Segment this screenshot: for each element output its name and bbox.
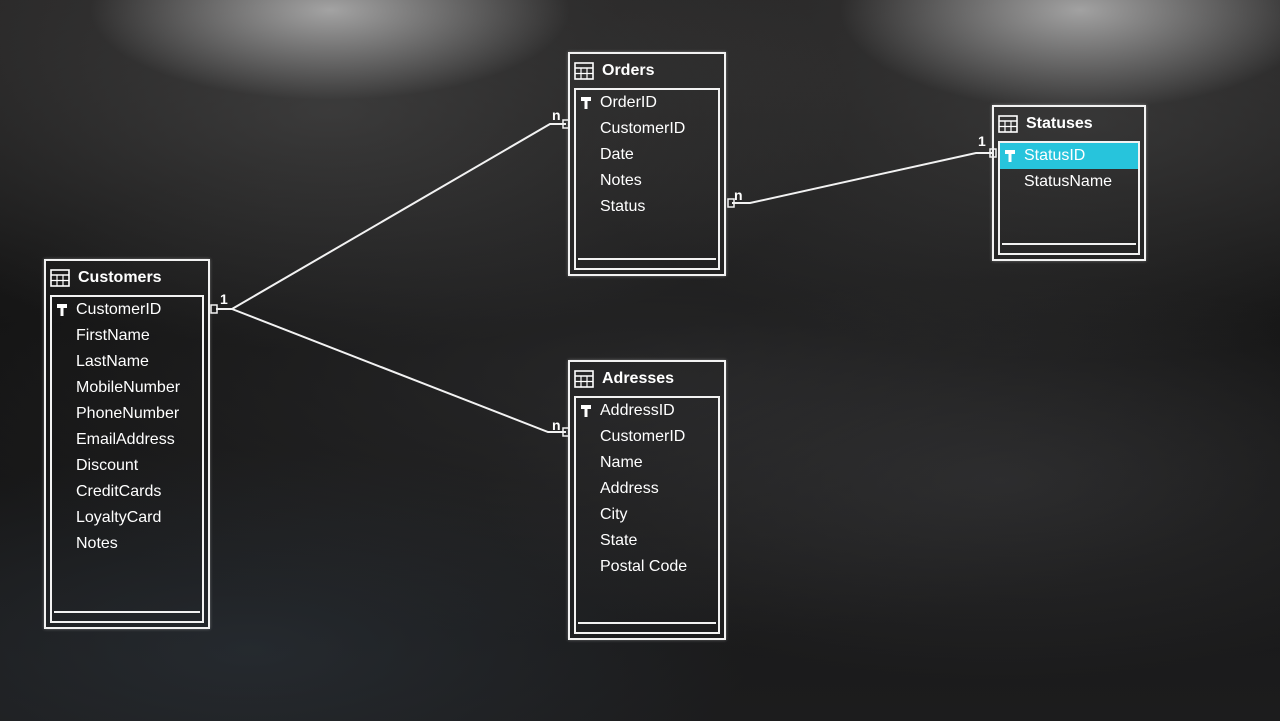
relationship-label: n: [552, 417, 561, 433]
field-name: Notes: [600, 172, 642, 189]
field-row[interactable]: PhoneNumber: [52, 401, 202, 427]
table-statuses[interactable]: Statuses StatusID StatusName: [992, 105, 1146, 261]
field-row[interactable]: Date: [576, 142, 718, 168]
table-grid-icon: [574, 62, 594, 80]
table-grid-icon: [574, 370, 594, 388]
table-title: Customers: [78, 269, 162, 286]
field-name: Status: [600, 198, 646, 215]
table-title: Orders: [602, 62, 655, 79]
primary-key-icon: [581, 405, 591, 417]
field-row[interactable]: CustomerID: [52, 297, 202, 323]
field-name: Notes: [76, 535, 118, 552]
table-orders[interactable]: Orders OrderID CustomerID Date Notes Sta…: [568, 52, 726, 276]
field-row[interactable]: AddressID: [576, 398, 718, 424]
connector-end: [727, 198, 735, 208]
field-row[interactable]: LastName: [52, 349, 202, 375]
field-name: CustomerID: [600, 120, 686, 137]
table-divider: [1002, 243, 1136, 245]
table-title: Statuses: [1026, 115, 1093, 132]
relationship-orders-statuses[interactable]: [732, 152, 994, 204]
table-divider: [578, 622, 716, 624]
field-row[interactable]: FirstName: [52, 323, 202, 349]
field-name: State: [600, 532, 638, 549]
table-header[interactable]: Customers: [46, 261, 208, 295]
field-name: LastName: [76, 353, 149, 370]
table-grid-icon: [50, 269, 70, 287]
field-row[interactable]: Address: [576, 476, 718, 502]
connector-end: [210, 304, 218, 314]
table-adresses[interactable]: Adresses AddressID CustomerID Name Addre…: [568, 360, 726, 640]
field-name: CustomerID: [600, 428, 686, 445]
field-row[interactable]: Status: [576, 194, 718, 220]
relationship-customers-orders[interactable]: [216, 123, 566, 310]
field-name: EmailAddress: [76, 431, 175, 448]
field-name: City: [600, 506, 628, 523]
field-row[interactable]: StatusName: [1000, 169, 1138, 195]
primary-key-icon: [57, 304, 67, 316]
field-name: PhoneNumber: [76, 405, 180, 422]
field-row[interactable]: State: [576, 528, 718, 554]
field-name: CustomerID: [76, 301, 162, 318]
field-name: AddressID: [600, 402, 675, 419]
table-fields: CustomerID FirstName LastName MobileNumb…: [50, 295, 204, 623]
field-row[interactable]: CustomerID: [576, 424, 718, 450]
table-divider: [578, 258, 716, 260]
field-name: LoyaltyCard: [76, 509, 162, 526]
table-customers[interactable]: Customers CustomerID FirstName LastName …: [44, 259, 210, 629]
field-name: Postal Code: [600, 558, 688, 575]
field-name: Address: [600, 480, 659, 497]
field-row[interactable]: Notes: [576, 168, 718, 194]
field-row[interactable]: MobileNumber: [52, 375, 202, 401]
field-name: StatusID: [1024, 147, 1086, 164]
field-name: Discount: [76, 457, 139, 474]
field-name: OrderID: [600, 94, 657, 111]
field-row[interactable]: EmailAddress: [52, 427, 202, 453]
table-fields: OrderID CustomerID Date Notes Status: [574, 88, 720, 270]
field-row[interactable]: Notes: [52, 531, 202, 557]
primary-key-icon: [1005, 150, 1015, 162]
primary-key-icon: [581, 97, 591, 109]
field-name: Date: [600, 146, 634, 163]
table-header[interactable]: Adresses: [570, 362, 724, 396]
field-row[interactable]: CustomerID: [576, 116, 718, 142]
field-row[interactable]: City: [576, 502, 718, 528]
table-title: Adresses: [602, 370, 675, 387]
field-row[interactable]: OrderID: [576, 90, 718, 116]
field-row[interactable]: Name: [576, 450, 718, 476]
field-name: StatusName: [1024, 173, 1113, 190]
table-fields: StatusID StatusName: [998, 141, 1140, 255]
table-header[interactable]: Statuses: [994, 107, 1144, 141]
table-grid-icon: [998, 115, 1018, 133]
field-row[interactable]: Discount: [52, 453, 202, 479]
field-row-selected[interactable]: StatusID: [1000, 143, 1138, 169]
field-row[interactable]: LoyaltyCard: [52, 505, 202, 531]
table-fields: AddressID CustomerID Name Address City S…: [574, 396, 720, 634]
field-name: Name: [600, 454, 643, 471]
relationship-label: n: [552, 107, 561, 123]
relationship-label: n: [734, 187, 743, 203]
field-name: CreditCards: [76, 483, 162, 500]
field-row[interactable]: Postal Code: [576, 554, 718, 580]
relationship-customers-adresses[interactable]: [231, 308, 566, 433]
field-name: FirstName: [76, 327, 150, 344]
table-divider: [54, 611, 200, 613]
relationship-label: 1: [220, 291, 228, 307]
relationship-label: 1: [978, 133, 986, 149]
field-name: MobileNumber: [76, 379, 181, 396]
table-header[interactable]: Orders: [570, 54, 724, 88]
field-row[interactable]: CreditCards: [52, 479, 202, 505]
